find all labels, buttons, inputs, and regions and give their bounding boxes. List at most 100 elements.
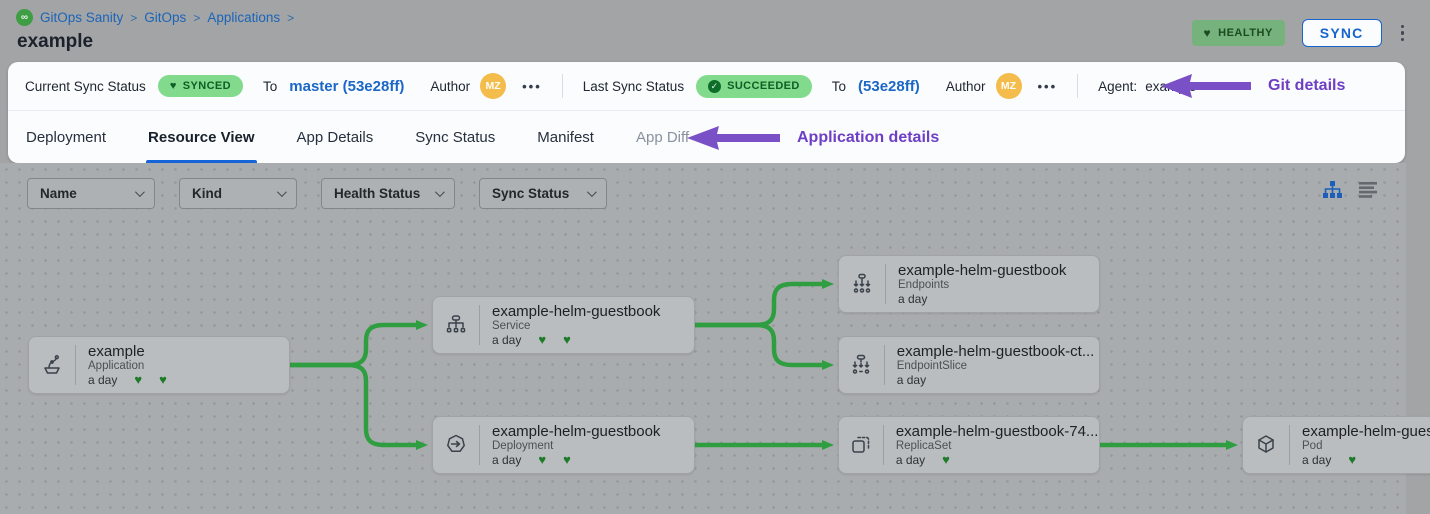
succeeded-badge: ✓ SUCCEEDED — [696, 74, 812, 98]
health-heart-icons: ♥♥ — [134, 372, 167, 387]
resource-node-pod[interactable]: example-helm-guest Pod a day♥ — [1242, 416, 1430, 474]
kebab-menu-icon[interactable] — [1399, 23, 1407, 44]
resource-tree-canvas: Name Kind Health Status Sync Status — [0, 163, 1430, 514]
breadcrumb-link-gitops-sanity[interactable]: GitOps Sanity — [40, 10, 124, 25]
node-divider — [479, 425, 480, 465]
heart-icon: ♥ — [1203, 26, 1212, 40]
application-header-card: Current Sync Status ♥ SYNCED To master (… — [8, 62, 1405, 163]
filter-name[interactable]: Name — [27, 178, 155, 209]
application-details-annotation: Application details — [686, 125, 939, 151]
sync-status-bar: Current Sync Status ♥ SYNCED To master (… — [8, 62, 1405, 111]
tab-manifest[interactable]: Manifest — [537, 129, 594, 146]
node-title: example — [88, 343, 145, 360]
pod-icon — [1243, 417, 1289, 473]
sync-button[interactable]: SYNC — [1301, 19, 1382, 47]
node-age: a day — [492, 332, 522, 347]
tab-sync-status[interactable]: Sync Status — [415, 129, 496, 146]
resource-node-deployment[interactable]: example-helm-guestbook Deployment a day ♥… — [432, 416, 695, 474]
tab-deployment[interactable]: Deployment — [26, 129, 107, 146]
synced-badge-label: SYNCED — [182, 80, 231, 92]
filter-label: Name — [40, 186, 77, 201]
more-options-icon[interactable]: ••• — [1037, 78, 1058, 94]
node-divider — [1289, 425, 1290, 465]
node-divider — [883, 345, 885, 385]
agent-label: Agent: — [1098, 78, 1138, 94]
node-age: a day — [492, 452, 522, 467]
service-icon — [433, 297, 479, 353]
breadcrumb-link-applications[interactable]: Applications — [207, 10, 281, 25]
left-arrow-icon — [687, 126, 780, 150]
agent-value: example — [1145, 78, 1197, 94]
health-heart-icons: ♥ — [942, 452, 950, 467]
synced-badge: ♥ SYNCED — [157, 75, 243, 97]
deployment-icon — [433, 417, 479, 473]
node-kind: EndpointSlice — [896, 360, 968, 372]
filter-health-status[interactable]: Health Status — [321, 178, 455, 209]
git-details-annotation-text: Git details — [1268, 77, 1346, 94]
current-sync-label: Current Sync Status — [25, 78, 146, 94]
node-kind: ReplicaSet — [895, 439, 952, 452]
node-kind: Service — [492, 319, 531, 332]
succeeded-badge-label: SUCCEEDED — [727, 80, 800, 92]
filter-sync-status[interactable]: Sync Status — [479, 178, 607, 209]
resource-node-endpoints[interactable]: example-helm-guestbook Endpoints a day — [838, 255, 1100, 313]
tab-app-diff[interactable]: App Diff — [635, 129, 690, 146]
endpointslice-icon — [839, 337, 884, 393]
resource-node-service[interactable]: example-helm-guestbook Service a day ♥♥ — [432, 296, 695, 354]
section-divider — [1077, 74, 1079, 98]
node-kind: Deployment — [492, 439, 554, 452]
breadcrumb-link-gitops[interactable]: GitOps — [144, 10, 187, 25]
node-title: example-helm-guestbook — [492, 303, 661, 320]
filter-bar: Name Kind Health Status Sync Status — [27, 178, 607, 209]
replicaset-icon — [839, 417, 883, 473]
node-title: example-helm-guestbook-74... — [895, 423, 1099, 440]
resource-node-endpointslice[interactable]: example-helm-guestbook-ct... EndpointSli… — [838, 336, 1100, 394]
node-kind: Application — [88, 359, 145, 372]
application-details-annotation-text: Application details — [797, 129, 940, 146]
section-divider — [561, 74, 563, 98]
endpoints-icon — [839, 256, 885, 312]
list-view-icon[interactable] — [1358, 181, 1378, 199]
node-title: example-helm-guestbook — [898, 262, 1067, 279]
breadcrumb-separator: > — [193, 10, 201, 25]
node-divider — [882, 425, 884, 465]
application-icon — [29, 337, 75, 393]
filter-kind[interactable]: Kind — [179, 178, 297, 209]
breadcrumb-separator: > — [130, 10, 138, 25]
author-label: Author — [430, 78, 471, 94]
node-kind: Endpoints — [898, 279, 950, 291]
filter-label: Kind — [192, 186, 222, 201]
node-title: example-helm-guestbook — [492, 423, 661, 440]
tree-view-icon[interactable] — [1322, 180, 1342, 200]
last-revision-link[interactable]: (53e28ff) — [858, 77, 920, 95]
health-status-badge: ♥ HEALTHY — [1191, 20, 1285, 46]
tab-app-details[interactable]: App Details — [296, 129, 374, 146]
health-status-label: HEALTHY — [1218, 27, 1273, 39]
current-revision-link[interactable]: master (53e28ff) — [289, 77, 405, 95]
node-age: a day — [898, 292, 928, 306]
health-heart-icons: ♥♥ — [538, 452, 571, 467]
node-age: a day — [88, 372, 118, 387]
node-age: a day — [1302, 452, 1332, 467]
breadcrumb-separator: > — [287, 10, 295, 25]
header-actions: ♥ HEALTHY SYNC — [1191, 19, 1407, 47]
last-sync-label: Last Sync Status — [582, 78, 685, 94]
node-divider — [75, 345, 76, 385]
to-label: To — [831, 78, 847, 94]
node-age: a day — [896, 373, 927, 387]
filter-label: Sync Status — [492, 186, 570, 201]
resource-node-replicaset[interactable]: example-helm-guestbook-74... ReplicaSet … — [838, 416, 1100, 474]
tab-resource-view[interactable]: Resource View — [146, 112, 257, 163]
resource-tree-edges — [288, 279, 1238, 450]
more-options-icon[interactable]: ••• — [522, 78, 542, 94]
check-circle-icon: ✓ — [708, 79, 722, 93]
tabs-bar: Deployment Resource View App Details Syn… — [8, 112, 1405, 163]
resource-node-application[interactable]: example Application a day ♥♥ — [28, 336, 290, 394]
author-avatar: MZ — [995, 73, 1022, 99]
author-avatar: MZ — [480, 73, 507, 99]
view-toggle — [1322, 180, 1378, 200]
to-label: To — [263, 78, 278, 94]
page-title: example — [17, 31, 94, 52]
health-heart-icons: ♥♥ — [538, 332, 571, 347]
node-title: example-helm-guest — [1302, 423, 1430, 440]
